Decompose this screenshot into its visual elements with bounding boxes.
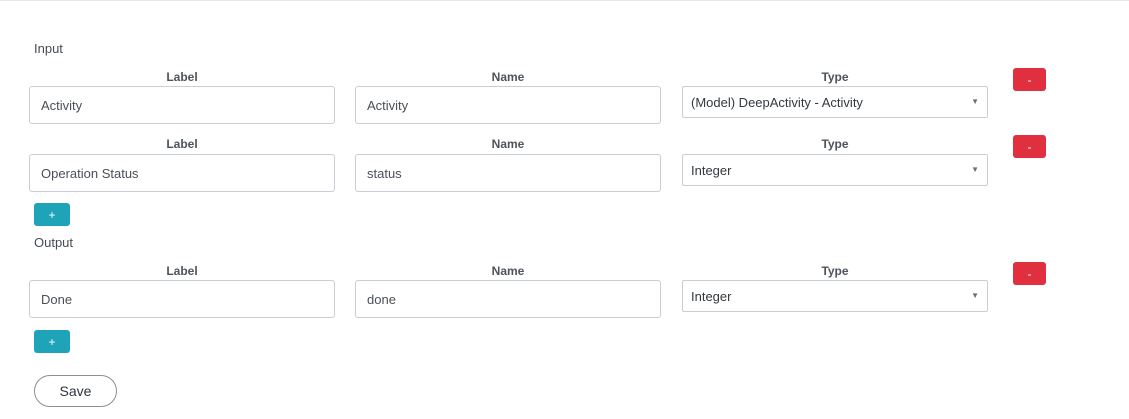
output-label-field[interactable] bbox=[29, 280, 335, 318]
input-label-field[interactable] bbox=[29, 86, 335, 124]
input-type-select[interactable]: Integer ▼ bbox=[682, 154, 988, 186]
input-type-select[interactable]: (Model) DeepActivity - Activity ▼ bbox=[682, 86, 988, 118]
output-name-field[interactable] bbox=[355, 280, 661, 318]
output-section-title: Output bbox=[34, 235, 74, 250]
name-column-header: Name bbox=[491, 137, 525, 151]
chevron-down-icon: ▼ bbox=[971, 97, 979, 106]
type-column-header: Type bbox=[821, 264, 849, 278]
label-column-header: Label bbox=[166, 264, 198, 278]
chevron-down-icon: ▼ bbox=[971, 291, 979, 300]
remove-button-label: - bbox=[1027, 139, 1032, 154]
remove-button-label: - bbox=[1027, 72, 1032, 87]
save-button[interactable]: Save bbox=[34, 375, 117, 407]
label-column-header: Label bbox=[166, 137, 198, 151]
save-button-label: Save bbox=[59, 383, 92, 399]
output-type-select-value: Integer bbox=[691, 288, 732, 304]
name-column-header: Name bbox=[491, 70, 525, 84]
input-type-select-value: Integer bbox=[691, 162, 732, 178]
type-column-header: Type bbox=[821, 70, 849, 84]
add-button-label: + bbox=[48, 334, 56, 349]
input-label-field[interactable] bbox=[29, 154, 335, 192]
name-column-header: Name bbox=[491, 264, 525, 278]
top-divider bbox=[0, 0, 1129, 1]
add-button-label: + bbox=[48, 207, 56, 222]
input-type-select-value: (Model) DeepActivity - Activity bbox=[691, 94, 863, 110]
chevron-down-icon: ▼ bbox=[971, 165, 979, 174]
remove-button-label: - bbox=[1027, 266, 1032, 281]
remove-input-row-button[interactable]: - bbox=[1013, 68, 1046, 91]
add-output-row-button[interactable]: + bbox=[34, 330, 70, 353]
input-name-field[interactable] bbox=[355, 154, 661, 192]
remove-output-row-button[interactable]: - bbox=[1013, 262, 1046, 285]
output-type-select[interactable]: Integer ▼ bbox=[682, 280, 988, 312]
remove-input-row-button[interactable]: - bbox=[1013, 135, 1046, 158]
input-section-title: Input bbox=[34, 41, 63, 56]
input-name-field[interactable] bbox=[355, 86, 661, 124]
add-input-row-button[interactable]: + bbox=[34, 203, 70, 226]
label-column-header: Label bbox=[166, 70, 198, 84]
type-column-header: Type bbox=[821, 137, 849, 151]
